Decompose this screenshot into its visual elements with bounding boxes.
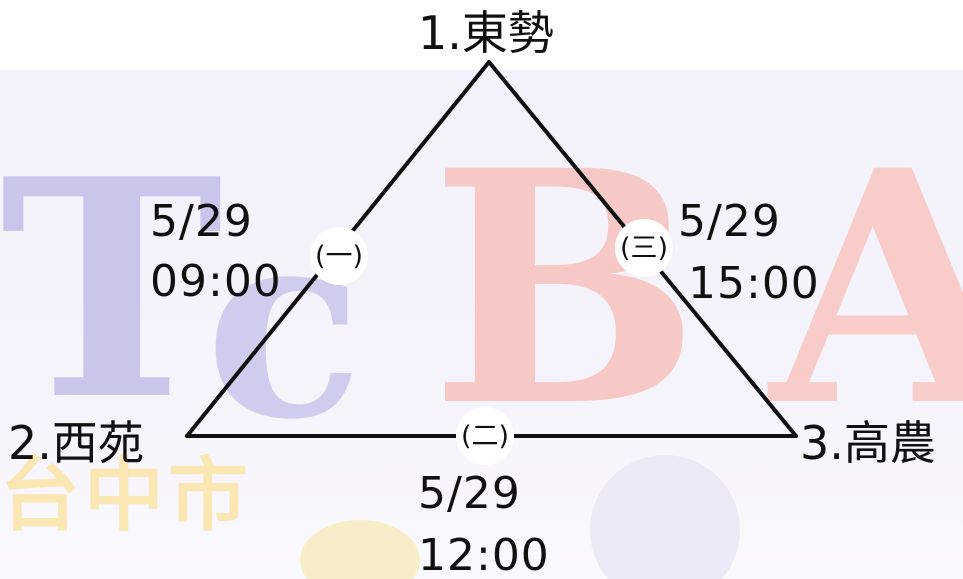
- game-marker-2: (二): [456, 407, 514, 465]
- game-2-time: 12:00: [418, 530, 550, 579]
- watermark-letter-a: A: [770, 102, 963, 477]
- game-marker-1-text: (一): [314, 240, 364, 272]
- game-3-time: 15:00: [688, 258, 820, 309]
- node-top-label: 1.東勢: [418, 6, 554, 60]
- game-marker-2-text: (二): [460, 420, 510, 452]
- game-marker-3-text: (三): [619, 232, 669, 264]
- watermark-letter-b: B: [430, 102, 701, 477]
- game-1-date: 5/29: [150, 196, 253, 247]
- watermark-chinese-text: 台中市: [0, 448, 252, 542]
- background-panel: [0, 70, 963, 579]
- game-marker-3: (三): [615, 219, 673, 277]
- game-3-date: 5/29: [678, 196, 781, 247]
- node-right-label: 3.高農: [800, 416, 936, 470]
- background-blob-yellow: [300, 520, 420, 579]
- game-marker-1: (一): [310, 227, 368, 285]
- background-blob: [590, 455, 740, 579]
- game-1-time: 09:00: [150, 256, 282, 307]
- node-left-label: 2.西苑: [8, 416, 144, 470]
- watermark-letter-t: T: [0, 113, 224, 466]
- game-2-date: 5/29: [418, 468, 521, 519]
